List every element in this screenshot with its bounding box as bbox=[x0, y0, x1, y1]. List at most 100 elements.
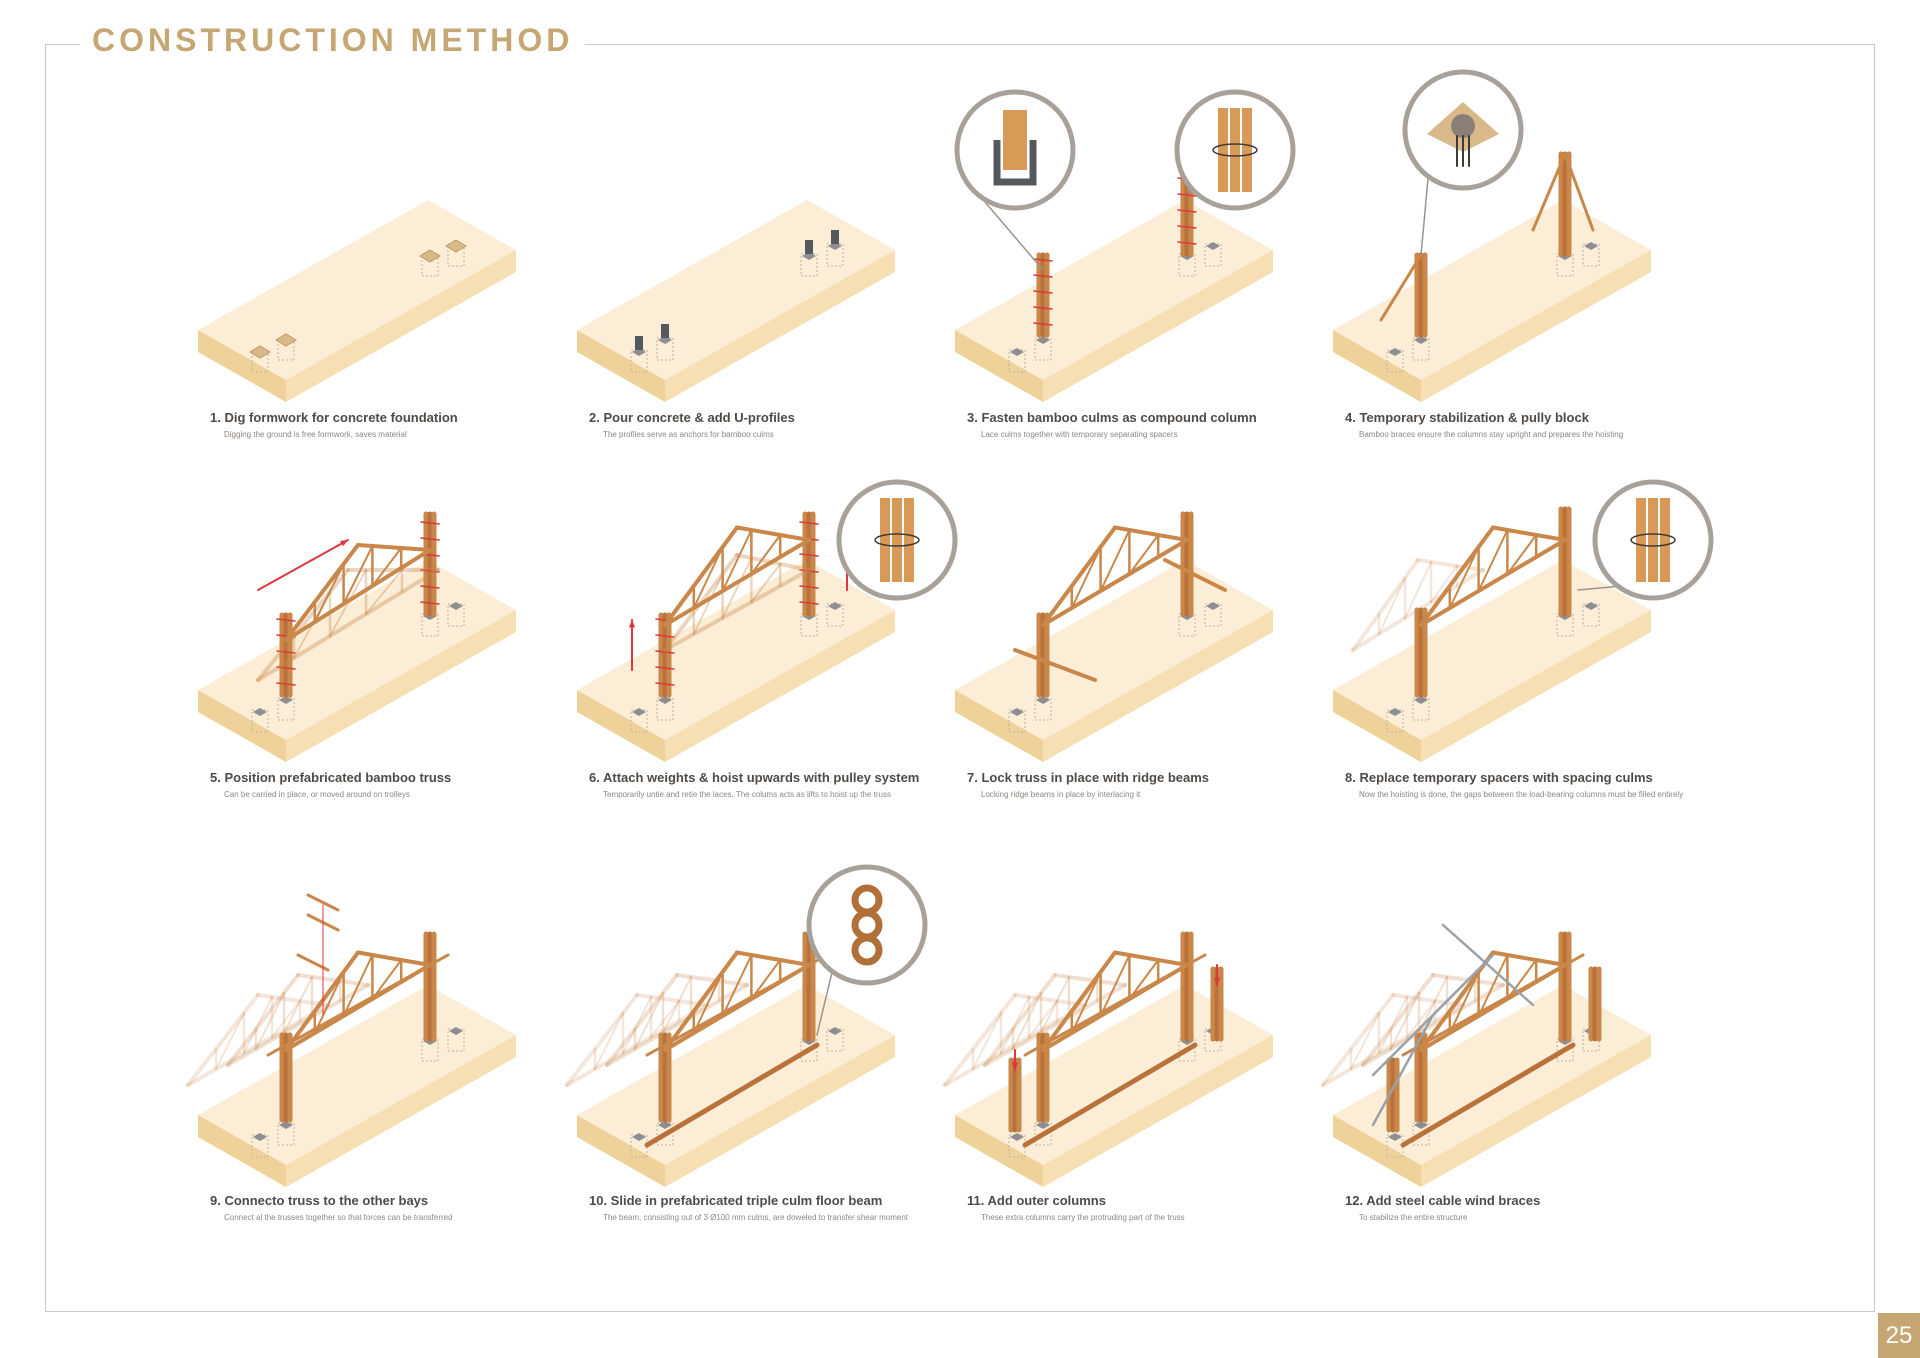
step-1-illustration bbox=[198, 200, 516, 402]
step-description: The beam, consisting out of 3 Ø100 mm cu… bbox=[603, 1213, 909, 1222]
concrete-footing bbox=[1010, 348, 1024, 356]
truss-rafter bbox=[284, 543, 360, 642]
temporary-spacer bbox=[420, 585, 440, 589]
step-6-illustration bbox=[577, 479, 958, 762]
detail-leader-line bbox=[1577, 585, 1619, 591]
concrete-footing bbox=[1388, 348, 1402, 356]
temporary-spacer bbox=[1177, 209, 1197, 213]
lacing-rope bbox=[874, 533, 920, 547]
steel-cable-brace bbox=[1431, 953, 1495, 1017]
formwork-hole bbox=[445, 239, 467, 253]
temporary-spacer bbox=[420, 569, 440, 573]
ghost-truss bbox=[605, 973, 679, 1067]
step-10-illustration bbox=[565, 864, 928, 1187]
step-7-illustration bbox=[955, 511, 1273, 762]
truss-diagonal bbox=[634, 992, 664, 1050]
step-11-illustration bbox=[943, 931, 1273, 1187]
detail-callout-circle bbox=[806, 864, 928, 986]
ghost-truss bbox=[1416, 558, 1485, 572]
step-description: Connect al the trusses together so that … bbox=[224, 1213, 453, 1222]
step-title: 2. Pour concrete & add U-profiles bbox=[589, 410, 795, 425]
foundation-slab-side bbox=[577, 1115, 665, 1187]
temporary-spacer bbox=[420, 537, 440, 541]
truss-rafter bbox=[356, 543, 432, 552]
lacing-rope bbox=[1630, 533, 1676, 547]
step-description: Can be carried in place, or moved around… bbox=[224, 790, 410, 799]
ghost-truss bbox=[1361, 973, 1435, 1067]
step-title: 1. Dig formwork for concrete foundation bbox=[210, 410, 458, 425]
concrete-footing bbox=[1414, 336, 1428, 344]
bamboo-culm bbox=[880, 498, 890, 582]
concrete-footing bbox=[1584, 602, 1598, 610]
temporary-spacer bbox=[420, 601, 440, 605]
foundation-slab-front bbox=[1043, 1035, 1273, 1187]
temporary-spacer bbox=[1177, 241, 1197, 245]
step-title: 4. Temporary stabilization & pully block bbox=[1345, 410, 1589, 425]
ghost-truss bbox=[1391, 993, 1465, 1007]
truss-diagonal bbox=[371, 959, 403, 1000]
ridge-beam bbox=[1163, 558, 1227, 592]
concrete-footing bbox=[632, 1133, 646, 1141]
truss-diagonal bbox=[1000, 996, 1030, 1054]
step-title: 10. Slide in prefabricated triple culm f… bbox=[589, 1193, 883, 1208]
concrete-footing bbox=[1036, 1121, 1050, 1129]
step-10-caption: 10. Slide in prefabricated triple culm f… bbox=[589, 1193, 1009, 1222]
truss-diagonal bbox=[1448, 971, 1480, 1034]
foundation-slab-side bbox=[198, 330, 286, 402]
truss-diagonal bbox=[750, 959, 782, 1000]
foundation-slab-side bbox=[577, 690, 665, 762]
truss-rafter bbox=[735, 525, 811, 542]
foundation-slab-side bbox=[198, 690, 286, 762]
truss-diagonal bbox=[342, 545, 374, 605]
red-arrow-head bbox=[1011, 1062, 1019, 1070]
truss-rafter bbox=[284, 950, 360, 1052]
temporary-spacer bbox=[1033, 322, 1053, 326]
truss-rafter bbox=[663, 950, 739, 1052]
temporary-spacer bbox=[1033, 258, 1053, 262]
concrete-footing bbox=[658, 696, 672, 704]
formwork-hole bbox=[275, 333, 297, 347]
foundation-slab-front bbox=[1043, 610, 1273, 762]
foundation-slab-front bbox=[1421, 250, 1651, 402]
step-description: These extra columns carry the protruding… bbox=[981, 1213, 1185, 1222]
truss-diagonal bbox=[594, 1012, 624, 1070]
foundation-slab-side bbox=[955, 330, 1043, 402]
steel-cable-brace bbox=[1441, 923, 1535, 1007]
detail-leader-line bbox=[1420, 175, 1429, 256]
truss-diagonal bbox=[1477, 954, 1509, 1017]
foundation-slab-side bbox=[198, 1115, 286, 1187]
concrete-footing bbox=[449, 1027, 463, 1035]
foundation-slab-side bbox=[955, 690, 1043, 762]
truss-rafter bbox=[1419, 525, 1495, 627]
bamboo-culm bbox=[1648, 498, 1658, 582]
truss-rafter bbox=[1491, 525, 1567, 542]
truss-diagonal bbox=[1390, 992, 1420, 1050]
ghost-truss bbox=[186, 1003, 330, 1087]
u-profile bbox=[805, 240, 813, 254]
truss-diagonal bbox=[662, 976, 692, 1034]
u-profile bbox=[635, 336, 643, 350]
bamboo-culm bbox=[904, 498, 914, 582]
temporary-spacer bbox=[799, 553, 819, 557]
truss-diagonal bbox=[243, 996, 273, 1054]
detail-callout-content bbox=[874, 498, 920, 582]
truss-rafter bbox=[1491, 950, 1567, 967]
ghost-truss bbox=[663, 568, 811, 652]
step-title: 8. Replace temporary spacers with spacin… bbox=[1345, 770, 1653, 785]
step-3-caption: 3. Fasten bamboo culms as compound colum… bbox=[967, 410, 1387, 439]
concrete-footing bbox=[1036, 696, 1050, 704]
truss-diagonal bbox=[1404, 561, 1432, 619]
truss-diagonal bbox=[650, 1000, 680, 1038]
bamboo-brace bbox=[1379, 253, 1423, 322]
bamboo-culm bbox=[1660, 498, 1670, 582]
truss-rafter bbox=[1113, 525, 1189, 542]
truss-tie-beam bbox=[1419, 538, 1567, 627]
detail-callout-content bbox=[851, 884, 883, 966]
truss-diagonal bbox=[1506, 959, 1538, 1000]
foundation-slab-front bbox=[1421, 1035, 1651, 1187]
bamboo-culm bbox=[1003, 110, 1027, 170]
foundation-slab-front bbox=[665, 1035, 895, 1187]
